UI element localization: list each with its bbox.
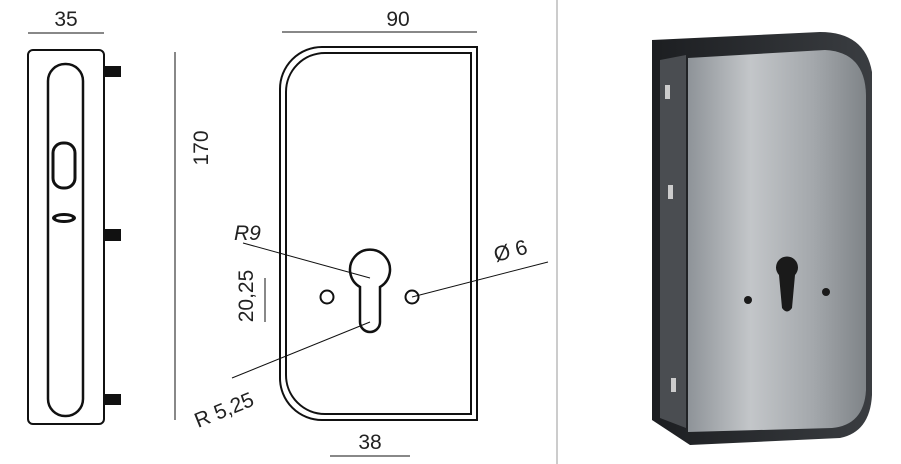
screw-hole-left — [319, 289, 335, 305]
hole-diameter-label: Ø 6 — [491, 236, 530, 267]
bolt-bottom — [104, 394, 121, 405]
logo-badge-inner — [56, 216, 72, 220]
front-width-label: 90 — [386, 8, 409, 31]
slot-radius-label: R 5,25 — [191, 388, 257, 433]
photo-bolt-middle — [668, 185, 673, 199]
brushed-faceplate — [688, 50, 866, 432]
product-photo — [652, 32, 872, 445]
lock-side-edge — [660, 55, 686, 428]
bottom-width-label: 38 — [358, 431, 381, 454]
keyhole-radius-label: R9 — [234, 222, 261, 245]
cylinder-keyhole — [348, 248, 392, 334]
photo-screw-hole-left — [744, 296, 752, 304]
side-inner-slot — [46, 62, 85, 418]
side-width-label: 35 — [54, 8, 77, 31]
r525-leader — [231, 321, 371, 379]
front-view: 90 170 R9 Ø 6 R 5,25 20,25 38 — [174, 8, 549, 457]
screw-hole-right — [404, 289, 420, 305]
keyhole-height-label: 20,25 — [235, 270, 258, 323]
side-view: 35 — [27, 8, 121, 425]
diameter-leader — [411, 261, 549, 298]
photo-screw-hole-right — [822, 288, 830, 296]
bolt-top — [104, 66, 121, 77]
r9-leader — [242, 242, 371, 279]
front-plate-inner-outline — [285, 52, 472, 415]
side-plate-outline — [27, 49, 105, 425]
front-height-label: 170 — [190, 130, 213, 165]
front-plate-outline — [279, 46, 478, 421]
photo-keyhole — [776, 256, 798, 312]
photo-bolt-top — [665, 85, 670, 99]
bolt-middle — [104, 229, 121, 241]
side-oval-opening — [51, 141, 77, 190]
photo-bolt-bottom — [671, 378, 676, 392]
